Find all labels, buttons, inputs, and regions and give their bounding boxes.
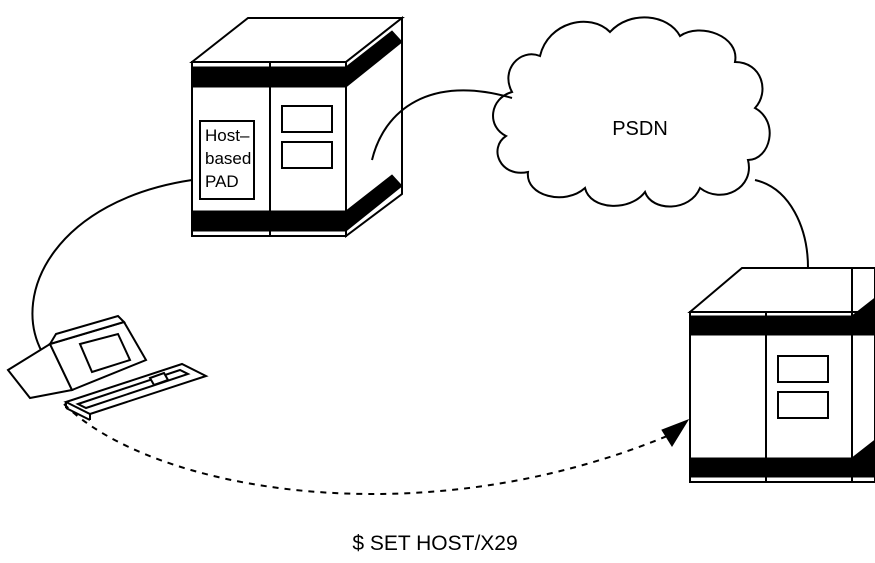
command-label: $ SET HOST/X29 (352, 532, 517, 555)
drive-slot-upper (777, 355, 829, 383)
drive-slot-lower (777, 391, 829, 419)
x29-session-arrowhead (661, 419, 690, 447)
psdn-cloud: PSDN (492, 16, 771, 208)
host-based-pad-box (199, 120, 255, 200)
drive-slot-lower (281, 141, 333, 169)
link-terminal-to-host-a (31, 179, 193, 353)
network-label: PSDN (612, 118, 668, 140)
host-computer-b (687, 267, 875, 483)
x29-session-path (63, 403, 673, 495)
terminal-icon (6, 314, 209, 421)
link-psdn-to-host-b (754, 179, 809, 269)
drive-slot-upper (281, 105, 333, 133)
pad-label-line-2: based (205, 149, 251, 168)
host-computer-a: Host– based PAD (189, 15, 405, 238)
pad-label-line-3: PAD (205, 172, 239, 191)
link-host-a-to-psdn (371, 89, 513, 161)
pad-label-line-1: Host– (205, 126, 250, 145)
